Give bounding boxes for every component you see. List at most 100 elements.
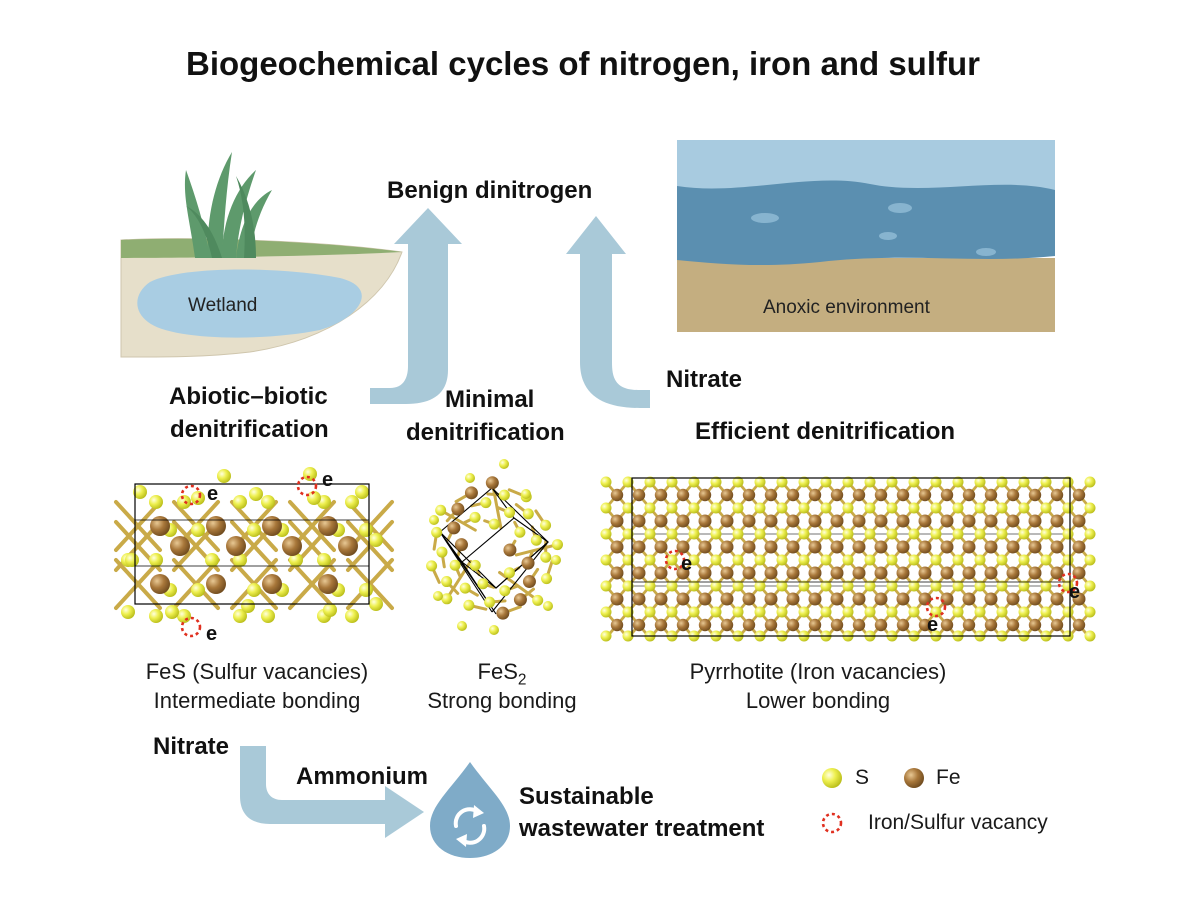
iron-atom xyxy=(764,514,778,528)
iron-atom xyxy=(632,540,646,554)
iron-atom xyxy=(1006,514,1020,528)
iron-atom xyxy=(786,514,800,528)
sulfur-atom xyxy=(688,606,700,618)
iron-atom xyxy=(698,566,712,580)
sulfur-atom xyxy=(600,554,612,566)
sulfur-atom xyxy=(522,508,534,520)
sulfur-atom xyxy=(1018,476,1030,488)
sulfur-atom xyxy=(952,580,964,592)
nitrate-to-dinitrogen-arrow xyxy=(566,216,650,408)
sulfur-atom xyxy=(754,606,766,618)
bond xyxy=(288,500,314,528)
iron-atom xyxy=(206,574,226,594)
sulfur-atom xyxy=(1018,580,1030,592)
sulfur-atom xyxy=(1084,528,1096,540)
sulfur-atom xyxy=(886,476,898,488)
iron-atom xyxy=(962,514,976,528)
sulfur-atom xyxy=(469,559,481,571)
sulfur-atom xyxy=(996,476,1008,488)
sulfur-atom xyxy=(133,485,147,499)
minimal-label-line1: Minimal xyxy=(445,386,535,413)
sulfur-atom xyxy=(504,507,516,519)
sulfur-atom xyxy=(459,582,471,594)
sulfur-atom xyxy=(345,495,359,509)
bond xyxy=(194,500,220,528)
sulfur-atom xyxy=(974,580,986,592)
iron-atom xyxy=(654,488,668,502)
sulfur-atom xyxy=(551,555,561,565)
sulfur-atom xyxy=(233,553,247,567)
sulfur-atom xyxy=(754,502,766,514)
bond xyxy=(310,500,336,528)
sulfur-atom xyxy=(710,476,722,488)
iron-atom xyxy=(874,488,888,502)
sulfur-atom xyxy=(666,554,678,566)
sulfur-atom xyxy=(435,504,447,516)
fes2-unit-cell xyxy=(439,487,549,615)
sulfur-atom xyxy=(732,554,744,566)
sulfur-atom xyxy=(622,580,634,592)
bond xyxy=(310,558,336,586)
iron-atom xyxy=(984,514,998,528)
sulfur-atom xyxy=(776,528,788,540)
abiotic-biotic-label-line2: denitrification xyxy=(170,416,329,443)
sulfur-atom xyxy=(359,523,373,537)
sulfur-atom xyxy=(974,606,986,618)
iron-atom xyxy=(830,618,844,632)
anoxic-illustration xyxy=(677,140,1055,332)
sulfur-atom xyxy=(484,596,496,608)
sulfur-atom xyxy=(622,554,634,566)
iron-atom xyxy=(896,540,910,554)
iron-atom xyxy=(1028,488,1042,502)
water-drop-icon xyxy=(430,762,510,858)
iron-atom xyxy=(610,618,624,632)
sulfur-atom xyxy=(1084,580,1096,592)
fes-bonding-caption: Intermediate bonding xyxy=(153,688,361,713)
iron-atom xyxy=(742,618,756,632)
iron-atom xyxy=(1072,618,1086,632)
electron-label: e xyxy=(322,469,334,491)
bond xyxy=(114,582,140,610)
iron-atom xyxy=(150,516,170,536)
fes2-crystal-structure xyxy=(426,459,563,635)
iron-atom xyxy=(1050,618,1064,632)
iron-atom xyxy=(503,543,517,557)
iron-atom xyxy=(632,592,646,606)
sulfur-atom xyxy=(974,528,986,540)
sulfur-atom xyxy=(543,601,553,611)
sulfur-atom xyxy=(974,502,986,514)
fes2-subscript: 2 xyxy=(517,671,527,689)
iron-atom xyxy=(874,540,888,554)
anoxic-sediment xyxy=(677,258,1055,332)
iron-atom xyxy=(447,521,461,535)
iron-atom xyxy=(808,540,822,554)
iron-atom xyxy=(852,566,866,580)
sulfur-atom xyxy=(600,630,612,642)
iron-atom xyxy=(786,566,800,580)
fes2-atoms xyxy=(426,459,563,635)
iron-atom xyxy=(918,618,932,632)
iron-atom xyxy=(698,592,712,606)
sulfur-atom xyxy=(732,502,744,514)
sulfur-atom xyxy=(1084,554,1096,566)
electron-label: e xyxy=(927,614,939,636)
anoxic-water-surface xyxy=(677,140,1055,190)
bond xyxy=(368,558,394,586)
iron-atom xyxy=(808,514,822,528)
sulfur-atom xyxy=(644,580,656,592)
iron-atom xyxy=(698,488,712,502)
legend-sulfur-label: S xyxy=(855,766,870,789)
iron-atom xyxy=(1028,514,1042,528)
iron-atom xyxy=(940,566,954,580)
sulfur-atom xyxy=(149,495,163,509)
efficient-denitrification-label: Efficient denitrification xyxy=(695,418,956,445)
wetland-grass-edge xyxy=(121,238,402,258)
sulfur-atom xyxy=(1040,606,1052,618)
sulfur-atom xyxy=(996,580,1008,592)
sulfur-atom xyxy=(125,553,139,567)
iron-atom xyxy=(1028,618,1042,632)
iron-atom xyxy=(206,516,226,536)
sulfur-atom xyxy=(666,476,678,488)
sulfur-atom xyxy=(622,630,634,642)
sulfur-atom xyxy=(247,523,261,537)
